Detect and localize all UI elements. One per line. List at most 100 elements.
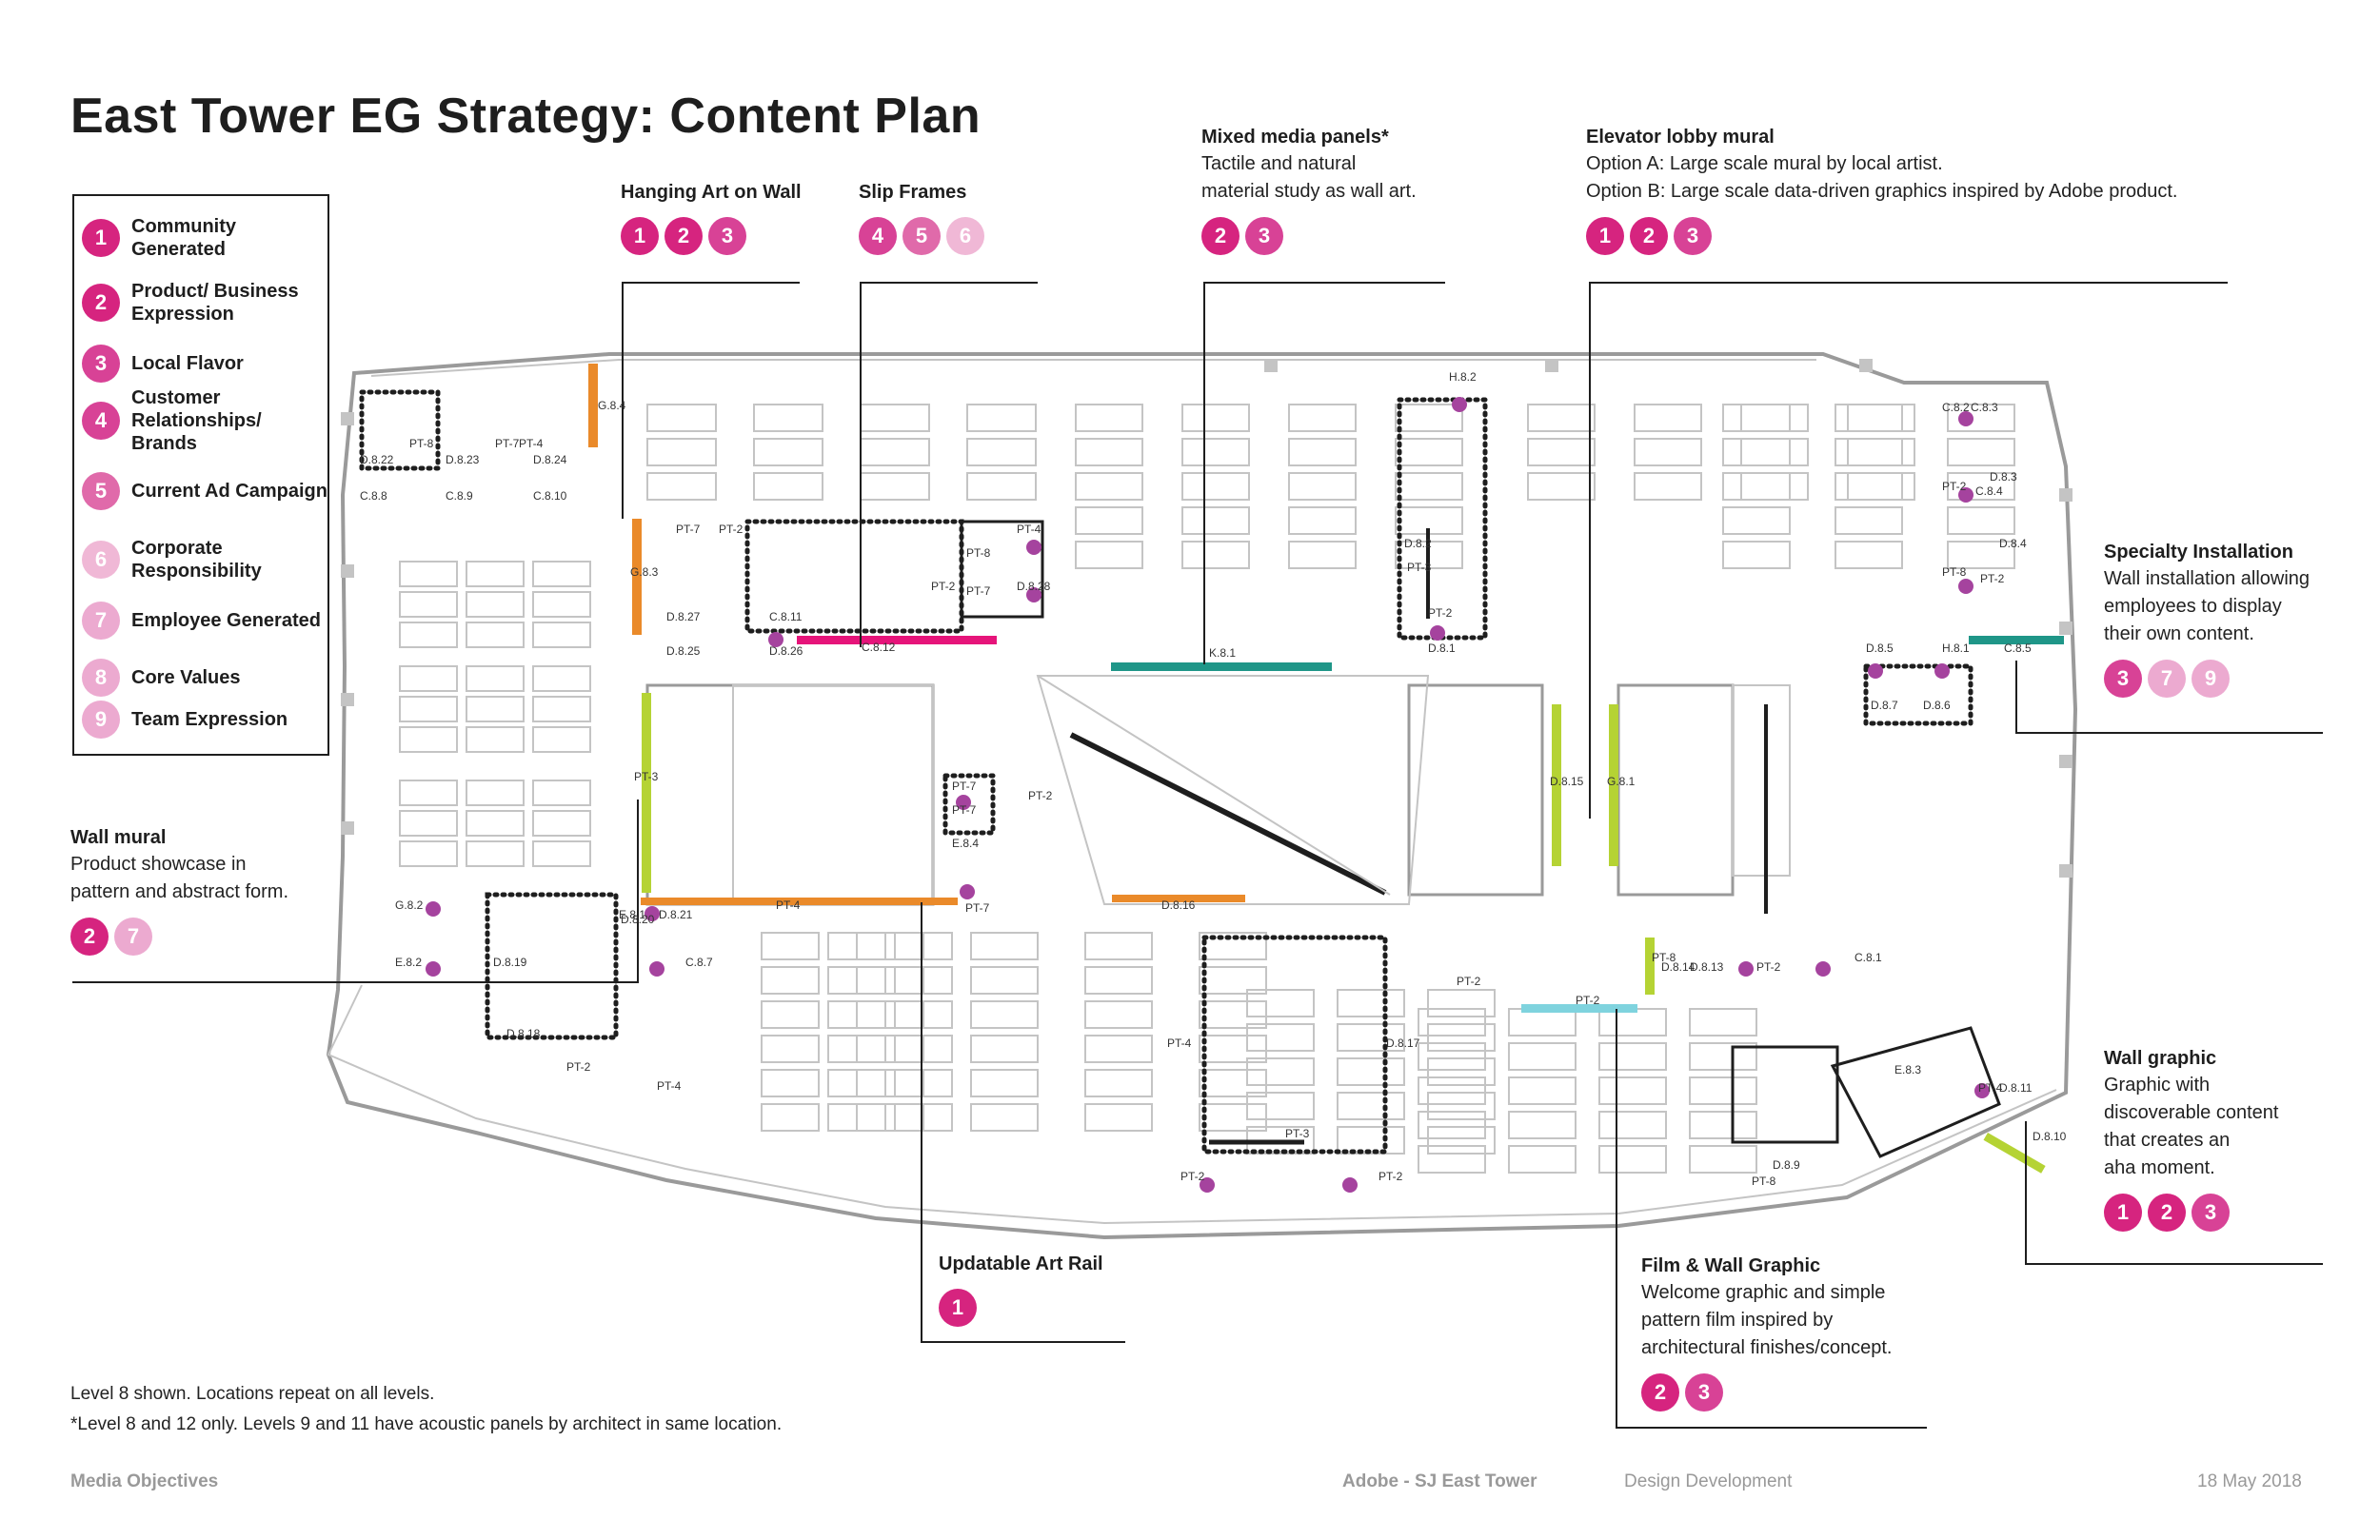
desk [1947,506,2015,535]
plan-label: PT-3 [634,770,659,783]
desk [399,591,458,618]
annotation-film-wall: Film & Wall Graphic Welcome graphic and … [1641,1253,1892,1412]
number-badge: 3 [2192,1194,2230,1232]
room-outline [1731,1045,1839,1144]
desk [1288,506,1357,535]
desk [1847,472,1915,501]
column [2059,864,2073,878]
inner-wall [327,984,2057,1225]
plan-label: D.8.14 [1661,960,1696,974]
desk [1847,404,1915,432]
desk [466,780,525,806]
plan-label: D.8.15 [1550,775,1584,788]
desk [856,966,924,995]
plan-label: E.8.1 [619,908,645,921]
desk [1598,1042,1667,1071]
specialty-room [1830,1026,2001,1158]
annotation-heading: Slip Frames [859,182,967,203]
plan-label: PT-2 [566,1060,591,1074]
mixed-media-h82 [1111,662,1332,671]
elevator-bank [1616,683,1735,897]
column [2059,488,2073,502]
desk [860,438,930,466]
plan-label: D.8.17 [1386,1037,1420,1050]
restroom [732,684,934,905]
elevator-mural-e82 [1552,704,1561,866]
number-badge: 8 [82,659,120,697]
desk [856,1000,924,1029]
desk [1395,404,1463,432]
desk [1418,1076,1486,1105]
desk [1689,1145,1757,1174]
number-badge: 1 [2104,1194,2142,1232]
desk [1740,438,1809,466]
desk [1527,438,1596,466]
desk [1835,506,1903,535]
stair-rail [1069,732,1387,896]
desk [1199,1103,1267,1132]
content-dot [1958,487,1973,503]
desk [860,472,930,501]
legend-label: Local Flavor [131,353,244,374]
atrium [1036,675,1430,905]
desk [1689,1111,1757,1139]
plan-label: E.8.4 [952,837,979,850]
number-badge: 9 [2192,660,2230,698]
annotation-text: Product showcase in pattern and abstract… [70,854,289,902]
plan-label: PT-8 [1942,565,1967,579]
plan-label: C.8.4 [1975,484,2003,498]
desk [1527,404,1596,432]
desk [1075,472,1143,501]
desk [532,665,591,692]
number-badge: 2 [664,217,703,255]
desk [532,561,591,587]
plan-label: PT-8 [1652,951,1676,964]
leader-line [1203,282,1445,664]
plan-label: G.8.3 [630,565,659,579]
desk [1288,404,1357,432]
desk [1689,1042,1757,1071]
desk [1689,1076,1757,1105]
desk [1722,541,1791,569]
plan-label: D.8.27 [666,610,701,623]
plan-label: G.8.1 [1607,775,1636,788]
legend-label: Community Generated [131,216,236,260]
desk [1508,1111,1577,1139]
plan-label: D.8.2 [1404,537,1432,550]
desk [532,780,591,806]
plan-label: PT-2 [1980,572,2005,585]
number-badge: 3 [708,217,746,255]
number-badge: 2 [82,284,120,322]
desk [1084,932,1153,960]
plan-label: PT-4 [1017,523,1041,536]
desk [1740,472,1809,501]
desk [466,810,525,837]
plan-label: D.8.5 [1866,642,1894,655]
content-dot [649,961,664,977]
annotation-heading: Wall mural [70,827,167,848]
core-room [645,683,935,906]
desk [1246,989,1315,1017]
meeting-room [1863,663,1973,726]
content-dot [426,901,441,917]
plan-label: PT-2 [1576,994,1600,1007]
stair [1732,684,1791,877]
desk [1598,1008,1667,1037]
number-badge: 1 [621,217,659,255]
desk [646,404,717,432]
plan-label: C.8.8 [360,489,387,503]
plan-label: PT-7 [952,803,977,817]
phone-room [942,773,996,836]
desk [753,438,823,466]
desk [399,726,458,753]
desk [1246,1057,1315,1086]
desk [1084,1103,1153,1132]
number-badge: 2 [2148,1194,2186,1232]
number-badge: 1 [82,219,120,257]
footer-date: 18 May 2018 [2197,1471,2302,1491]
